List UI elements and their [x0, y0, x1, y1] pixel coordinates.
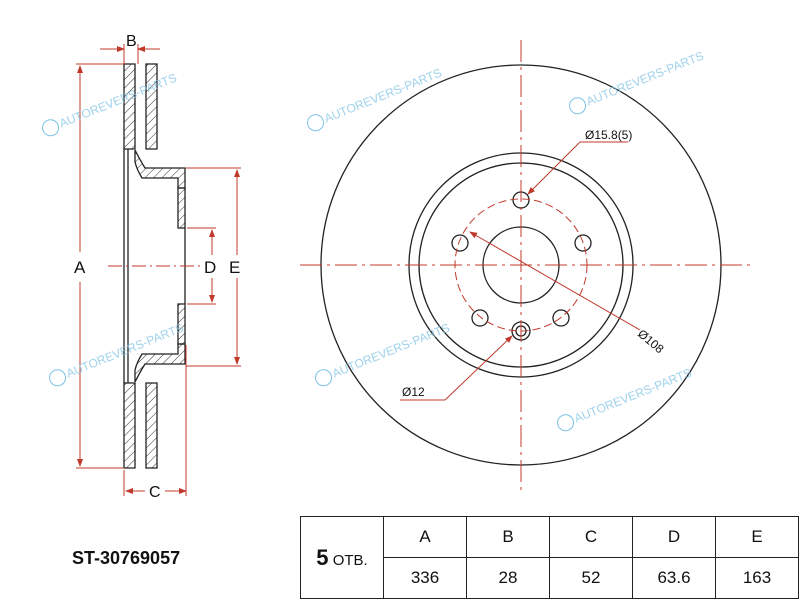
front-dimensions: [300, 40, 750, 490]
side-section-view: [123, 63, 186, 469]
dim-label-b: B: [126, 33, 137, 50]
svg-text:AUTOREVERS-PARTS: AUTOREVERS-PARTS: [57, 71, 178, 131]
value-a: 336: [383, 557, 467, 599]
svg-text:AUTOREVERS-PARTS: AUTOREVERS-PARTS: [572, 366, 693, 426]
header-e: E: [715, 516, 799, 558]
dimensions-table: 5 ОТВ. A B C D E 336 28 52 63.6 163: [300, 516, 799, 599]
side-dimensions: [76, 44, 241, 496]
value-d: 63.6: [632, 557, 716, 599]
value-b: 28: [466, 557, 550, 599]
header-a: A: [383, 516, 467, 558]
part-number: ST-30769057: [72, 548, 181, 568]
header-b: B: [466, 516, 550, 558]
holes-count-cell: 5 ОТВ.: [300, 516, 384, 599]
watermarks: AUTOREVERS-PARTS AUTOREVERS-PARTS AUTORE…: [42, 49, 706, 432]
drawing: B A C D E Ø15.8(5) Ø108 Ø12 AUTOREVERS-P…: [42, 33, 750, 501]
dim-label-d: D: [204, 258, 216, 277]
dim-label-c: C: [149, 484, 161, 501]
dim-label-a: A: [74, 258, 86, 277]
header-d: D: [632, 516, 716, 558]
svg-text:AUTOREVERS-PARTS: AUTOREVERS-PARTS: [330, 321, 451, 381]
svg-text:AUTOREVERS-PARTS: AUTOREVERS-PARTS: [584, 49, 705, 109]
svg-text:AUTOREVERS-PARTS: AUTOREVERS-PARTS: [322, 66, 443, 126]
value-c: 52: [549, 557, 633, 599]
svg-text:AUTOREVERS-PARTS: AUTOREVERS-PARTS: [64, 321, 185, 381]
pcd-label: Ø108: [635, 327, 667, 357]
bolt-hole-label: Ø15.8(5): [585, 128, 632, 142]
header-c: C: [549, 516, 633, 558]
dim-label-e: E: [229, 258, 240, 277]
value-e: 163: [715, 557, 799, 599]
small-hole-label: Ø12: [402, 385, 425, 399]
